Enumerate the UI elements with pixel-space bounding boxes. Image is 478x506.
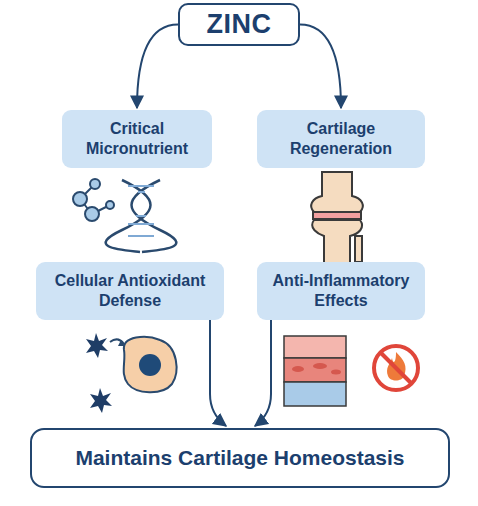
- box-label: Maintains Cartilage Homeostasis: [75, 446, 404, 470]
- flow-arrow: [255, 320, 271, 426]
- root-box: ZINC: [178, 3, 300, 46]
- box-label: Cartilage Regeneration: [263, 119, 419, 159]
- box-label: Critical Micronutrient: [68, 119, 206, 159]
- flow-arrow: [137, 25, 178, 109]
- process-box: Cellular Antioxidant Defense: [36, 262, 224, 320]
- box-label: Cellular Antioxidant Defense: [42, 271, 218, 311]
- flow-arrow: [300, 25, 341, 109]
- dna-icon: [106, 180, 177, 252]
- knee-icon: [311, 172, 363, 264]
- antioxidant-icon: [86, 333, 176, 413]
- tissue-layers-icon: [284, 336, 346, 406]
- no-inflammation-icon: [374, 346, 418, 390]
- molecule-icon: [73, 179, 114, 221]
- box-label: Anti-Inflammatory Effects: [263, 271, 419, 311]
- process-box: Anti-Inflammatory Effects: [257, 262, 425, 320]
- box-label: ZINC: [207, 9, 272, 40]
- flow-arrow: [210, 320, 226, 426]
- outcome-box: Maintains Cartilage Homeostasis: [30, 428, 450, 488]
- process-box: Critical Micronutrient: [62, 110, 212, 168]
- process-box: Cartilage Regeneration: [257, 110, 425, 168]
